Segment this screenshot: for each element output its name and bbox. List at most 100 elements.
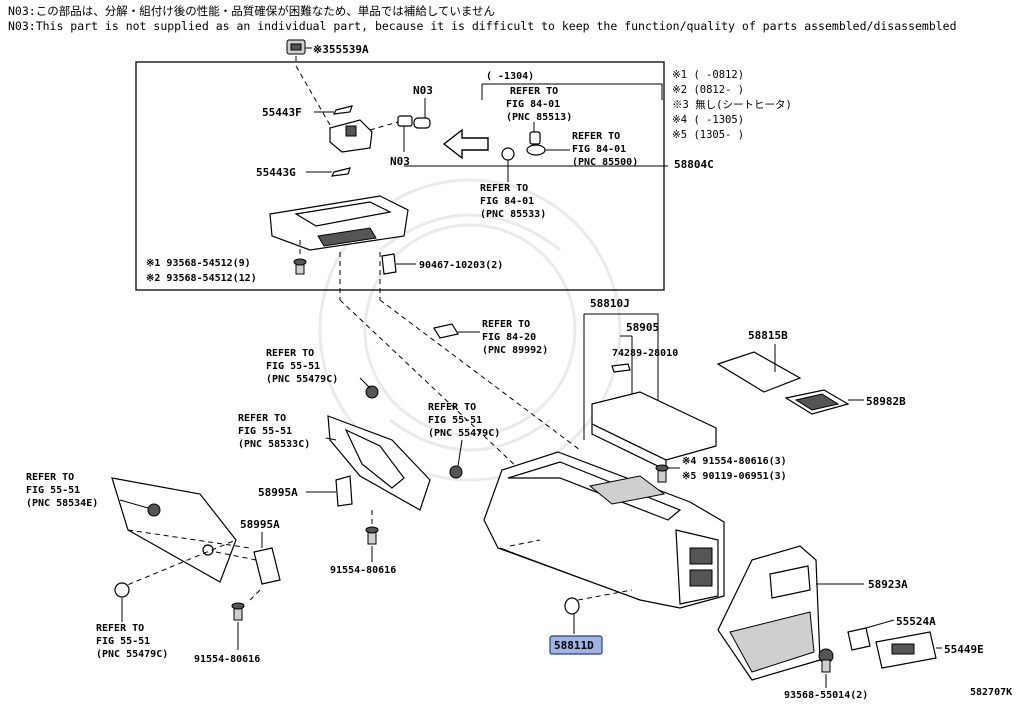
ref-55479c-c-line1: REFER TO (96, 623, 144, 634)
label-74289: 74289-28010 (612, 348, 678, 359)
part-ref-85513[interactable] (529, 131, 541, 145)
label-91554-b: 91554-80616 (194, 654, 260, 665)
note-4: ※4 ( -1305) (672, 114, 744, 126)
ref-85533-line3: (PNC 85533) (480, 209, 546, 220)
part-58995a-bracket-2[interactable] (253, 547, 281, 585)
ref-55479c-c-line2: FIG 55-51 (96, 636, 150, 647)
ref-85513-line2: FIG 84-01 (506, 99, 560, 110)
label-n03-top: N03 (413, 84, 433, 97)
label-55443g: 55443G (256, 166, 296, 179)
part-58804c-upper-panel[interactable] (269, 195, 409, 251)
part-74289-tag[interactable] (611, 363, 631, 373)
part-screw-91554-90119[interactable] (655, 464, 669, 483)
ref-89992-line1: REFER TO (482, 319, 530, 330)
label-55443f: 55443F (262, 106, 302, 119)
part-screw-93568-55014[interactable] (818, 648, 834, 673)
ref-55479c-a-line2: FIG 55-51 (266, 361, 320, 372)
ref-58533c-line1: REFER TO (238, 413, 286, 424)
label-58995a-2: 58995A (240, 518, 280, 531)
label-58923a: 58923A (868, 578, 908, 591)
label-55449e: 55449E (944, 643, 984, 656)
part-58811d-cap[interactable] (564, 597, 580, 615)
part-58982b-tray[interactable] (784, 389, 850, 415)
header-note-jp: N03:この部品は、分解・組付け後の性能・品質確保が困難なため、単品では補給して… (8, 4, 495, 18)
label-58815b: 58815B (748, 329, 788, 342)
ref-85500-line2: FIG 84-01 (572, 144, 626, 155)
part-55449e-panel[interactable] (875, 631, 937, 669)
ref-55479c-b-line3: (PNC 55479C) (428, 428, 500, 439)
sub-assembly-box-58804c (135, 61, 665, 291)
note-5: ※5 (1305- ) (672, 129, 744, 141)
part-58815b-mat[interactable] (716, 351, 802, 393)
part-58995a-bracket-1[interactable] (335, 475, 353, 507)
part-ref-85533[interactable] (501, 147, 515, 182)
part-55443f-bracket[interactable] (332, 105, 353, 115)
label-93568-55014: 93568-55014(2) (784, 690, 868, 701)
part-ref-55479c-a-clip[interactable] (365, 385, 379, 399)
label-55524a: 55524A (896, 615, 936, 628)
ref-85500-line3: (PNC 85500) (572, 157, 638, 168)
label-355539a: ※355539A (313, 43, 369, 56)
ref-85500-line1: REFER TO (572, 131, 620, 142)
label-screw-5: ※5 90119-06951(3) (682, 471, 787, 482)
part-58923a-rear-panel[interactable] (717, 545, 821, 681)
ref-85513-line3: (PNC 85513) (506, 112, 572, 123)
label-58804c: 58804C (674, 158, 714, 171)
assembly-arrow (442, 128, 489, 160)
ref-89992-line2: FIG 84-20 (482, 332, 536, 343)
part-355539a-switch[interactable] (286, 39, 306, 55)
ref-58533c-line3: (PNC 58533C) (238, 439, 310, 450)
note-3: ※3 無し(シートヒータ) (672, 98, 792, 111)
part-58810j-console-body[interactable] (483, 451, 725, 609)
note-1: ※1 ( -0812) (672, 69, 744, 81)
part-58534e-side-cover[interactable] (111, 477, 237, 583)
ref-85533-line2: FIG 84-01 (480, 196, 534, 207)
ref-55479c-c-line3: (PNC 55479C) (96, 649, 168, 660)
label-range-1304: ( -1304) (486, 71, 534, 82)
label-n03-bottom: N03 (390, 155, 410, 168)
header-notes: N03:この部品は、分解・組付け後の性能・品質確保が困難なため、単品では補給して… (8, 4, 957, 34)
ref-89992-line3: (PNC 89992) (482, 345, 548, 356)
part-ref-55479c-c-clip[interactable] (114, 582, 130, 598)
ref-85533-line1: REFER TO (480, 183, 528, 194)
part-screw-91554-b[interactable] (231, 602, 245, 621)
ref-55479c-b-line1: REFER TO (428, 402, 476, 413)
label-bolt-2: ※2 93568-54512(12) (146, 273, 257, 284)
part-bolt-93568-54512[interactable] (293, 258, 307, 275)
part-labels: ※355539A 55443F 55443G N03 N03 ( -1304) … (26, 43, 1012, 701)
label-58982b: 58982B (866, 395, 906, 408)
part-n03-connector[interactable] (397, 115, 431, 129)
part-ref-55479c-b-clip[interactable] (449, 465, 463, 479)
label-58905: 58905 (626, 321, 659, 334)
ref-85513-line1: REFER TO (510, 86, 558, 97)
highlight-58811d[interactable]: 58811D (549, 635, 603, 655)
part-58533c-side-brace[interactable] (327, 415, 431, 511)
part-ref-89992[interactable] (433, 323, 459, 339)
ref-58534e-line3: (PNC 58534E) (26, 498, 98, 509)
note-2: ※2 (0812- ) (672, 84, 744, 96)
ref-55479c-a-line3: (PNC 55479C) (266, 374, 338, 385)
part-clip-90467[interactable] (381, 253, 397, 275)
variant-notes: ※1 ( -0812) ※2 (0812- ) ※3 無し(シートヒータ) ※4… (672, 69, 792, 141)
label-91554-a: 91554-80616 (330, 565, 396, 576)
part-screw-91554-a[interactable] (365, 526, 379, 545)
header-note-en: N03:This part is not supplied as an indi… (8, 19, 957, 33)
label-58995a-1: 58995A (258, 486, 298, 499)
figure-number: 582707K (970, 687, 1012, 698)
part-55524a-switch[interactable] (847, 627, 871, 651)
label-90467: 90467-10203(2) (419, 260, 503, 271)
ref-58533c-line2: FIG 55-51 (238, 426, 292, 437)
label-58811d: 58811D (554, 639, 594, 652)
ref-58534e-line1: REFER TO (26, 472, 74, 483)
ref-58534e-line2: FIG 55-51 (26, 485, 80, 496)
label-58810j: 58810J (590, 297, 630, 310)
part-ref-85500[interactable] (526, 144, 546, 156)
part-55443g-bracket[interactable] (330, 167, 351, 177)
ref-55479c-a-line1: REFER TO (266, 348, 314, 359)
part-switch-housing[interactable] (329, 119, 373, 153)
label-screw-4: ※4 91554-80616(3) (682, 456, 787, 467)
ref-55479c-b-line2: FIG 55-51 (428, 415, 482, 426)
label-bolt-1: ※1 93568-54512(9) (146, 258, 251, 269)
